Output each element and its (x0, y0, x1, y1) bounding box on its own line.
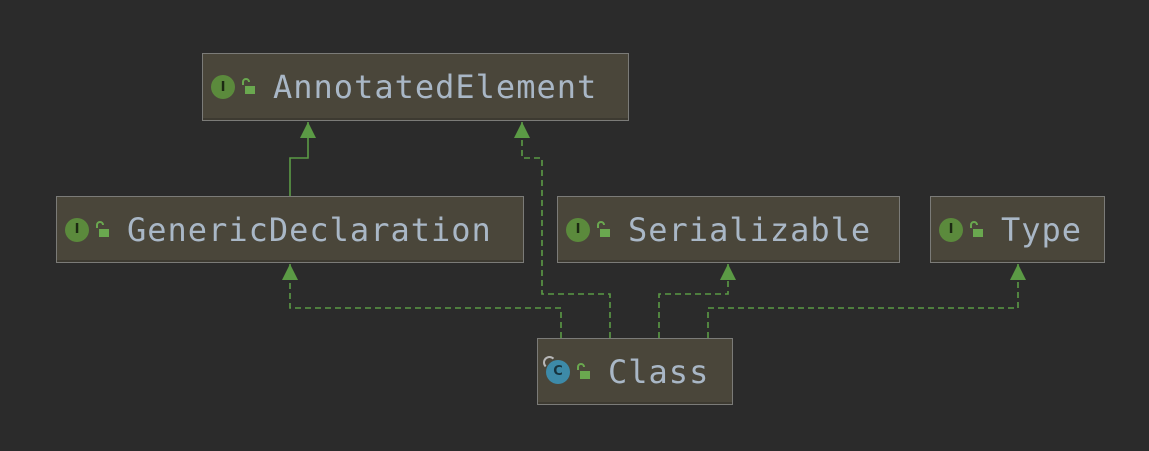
interface-icon: I (939, 217, 963, 242)
node-label: AnnotatedElement (273, 68, 598, 106)
arrowhead (300, 122, 316, 138)
interface-icon: I (211, 75, 235, 99)
node-label: Class (608, 352, 710, 391)
edge-class-to-type (707, 264, 1019, 338)
unlock-icon (242, 78, 255, 94)
node-generic-declaration[interactable]: I GenericDeclaration (56, 196, 524, 263)
node-type[interactable]: I Type (930, 196, 1105, 263)
interface-icon: I (65, 217, 89, 242)
node-class[interactable]: C Class (537, 338, 733, 405)
arrowhead (1010, 264, 1026, 280)
arrowhead (514, 122, 530, 138)
edge-class-to-serializable (658, 264, 729, 338)
node-serializable[interactable]: I Serializable (557, 196, 900, 263)
edge-class-to-generic_declaration (289, 264, 562, 338)
unlock-icon (577, 362, 590, 379)
node-label: GenericDeclaration (127, 210, 492, 249)
unlock-icon (96, 220, 109, 237)
node-label: Type (1001, 210, 1083, 249)
node-label: Serializable (628, 210, 872, 249)
class-icon: C (543, 355, 570, 384)
arrowhead (282, 264, 298, 280)
unlock-icon (970, 220, 983, 237)
node-annotated-element[interactable]: I AnnotatedElement (202, 53, 629, 121)
arrowhead (720, 264, 736, 280)
unlock-icon (597, 220, 610, 237)
edge-generic_declaration-to-annotated_element (289, 122, 309, 196)
interface-icon: I (566, 217, 590, 242)
edge-class-to-annotated_element (521, 122, 611, 338)
